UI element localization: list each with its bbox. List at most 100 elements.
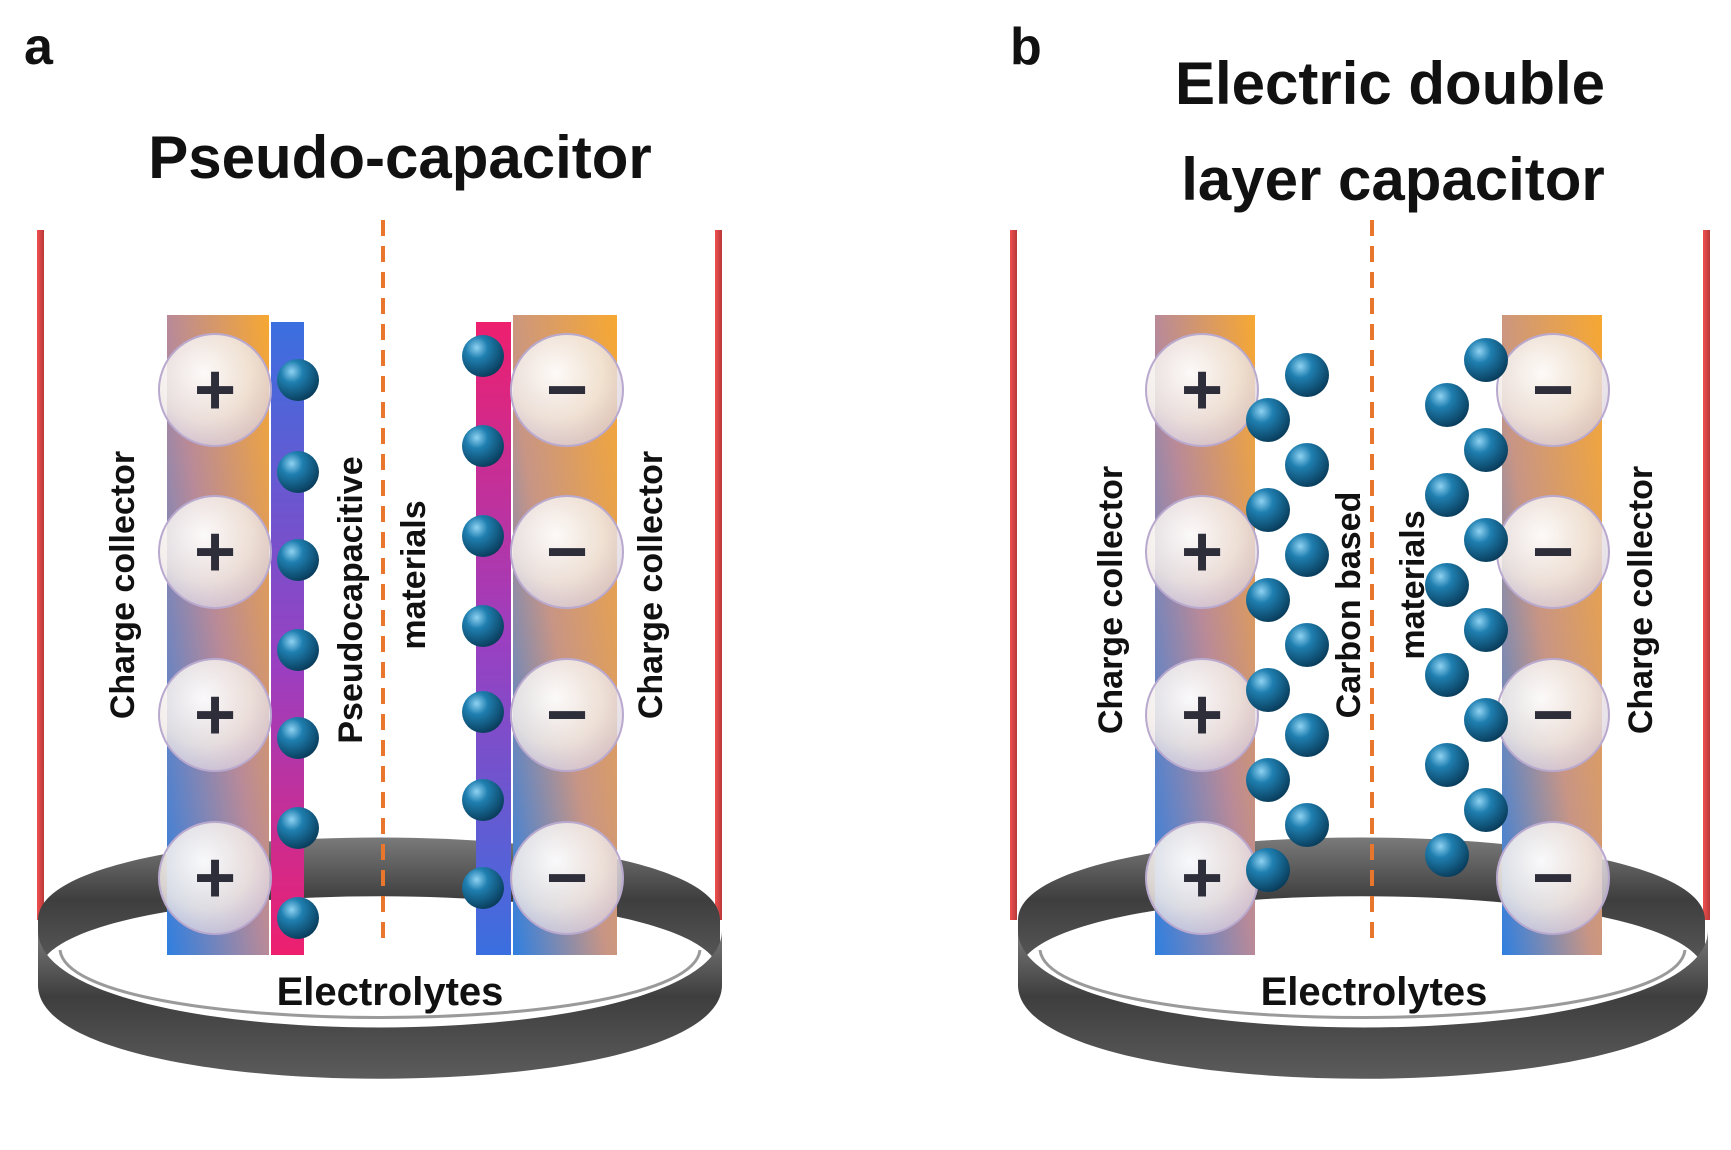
- ion: [1425, 563, 1469, 607]
- positive-charge: +: [158, 821, 272, 935]
- positive-charge-symbol: +: [194, 838, 236, 918]
- ring-highlight: [58, 949, 702, 1019]
- ion: [1464, 518, 1508, 562]
- positive-charge-symbol: +: [1181, 675, 1223, 755]
- ion: [462, 425, 504, 467]
- ion: [277, 359, 319, 401]
- panel-b-letter: b: [1010, 18, 1042, 76]
- ring-front: [38, 930, 722, 1079]
- positive-charges-b: + + + +: [1145, 333, 1259, 935]
- negative-charge-symbol: −: [1532, 512, 1574, 592]
- panel-b-title-line1: Electric double: [1175, 50, 1605, 117]
- ion: [1246, 848, 1290, 892]
- ion: [1285, 353, 1329, 397]
- negative-charge-symbol: −: [546, 838, 588, 918]
- ion: [277, 451, 319, 493]
- cell-wall-right: [715, 230, 722, 920]
- electrolytes-label-a: Electrolytes: [277, 970, 504, 1014]
- electrolytes-label-b: Electrolytes: [1261, 970, 1488, 1014]
- panel-a-title: Pseudo-capacitor: [148, 124, 651, 191]
- positive-charge-symbol: +: [194, 350, 236, 430]
- positive-charge: +: [1145, 658, 1259, 772]
- negative-charge: −: [1496, 821, 1610, 935]
- ion: [1425, 743, 1469, 787]
- left-charge-collector-label: Charge collector: [104, 451, 142, 719]
- panel-b: b Electric double layer capacitor + + + + −…: [1010, 18, 1710, 1079]
- ion: [462, 691, 504, 733]
- ion: [1246, 578, 1290, 622]
- ion: [462, 335, 504, 377]
- cell-wall-left-b: [1010, 230, 1017, 920]
- pseudocapacitive-label-line2: materials: [395, 500, 433, 649]
- negative-charge-symbol: −: [1532, 675, 1574, 755]
- ion: [1285, 443, 1329, 487]
- positive-charge: +: [158, 333, 272, 447]
- ion: [1285, 533, 1329, 577]
- negative-charge-symbol: −: [1532, 838, 1574, 918]
- positive-charge: +: [1145, 495, 1259, 609]
- ion: [462, 779, 504, 821]
- ring-highlight-b: [1038, 949, 1687, 1019]
- ion: [462, 867, 504, 909]
- positive-charge-symbol: +: [1181, 512, 1223, 592]
- ion: [1285, 713, 1329, 757]
- carbon-based-label-line1: Carbon based: [1330, 492, 1368, 719]
- right-charge-collector-label: Charge collector: [632, 451, 670, 719]
- negative-charge: −: [510, 821, 624, 935]
- positive-charge: +: [1145, 333, 1259, 447]
- ion: [1464, 338, 1508, 382]
- pseudocapacitive-label-line1: Pseudocapacitive: [332, 456, 370, 743]
- negative-charge-symbol: −: [546, 350, 588, 430]
- cell-wall-right-b: [1703, 230, 1710, 920]
- ion: [277, 807, 319, 849]
- positive-charge-symbol: +: [1181, 350, 1223, 430]
- ion: [1464, 428, 1508, 472]
- ions-b: [1246, 338, 1508, 892]
- ion: [1246, 758, 1290, 802]
- ion: [277, 717, 319, 759]
- ion: [277, 897, 319, 939]
- negative-charge: −: [510, 495, 624, 609]
- negative-charges-a: − − − −: [510, 333, 624, 935]
- panel-a: a Pseudo-capacitor + + + + − − − − Charge coll…: [24, 18, 722, 1079]
- ion: [1246, 398, 1290, 442]
- negative-charge: −: [1496, 658, 1610, 772]
- ion: [277, 629, 319, 671]
- ion: [1285, 623, 1329, 667]
- negative-charge-symbol: −: [546, 675, 588, 755]
- positive-charges-a: + + + +: [158, 333, 272, 935]
- ring-front-b: [1018, 930, 1708, 1079]
- ion: [1425, 653, 1469, 697]
- negative-charges-b: − − − −: [1496, 333, 1610, 935]
- positive-charge: +: [158, 495, 272, 609]
- negative-charge: −: [1496, 333, 1610, 447]
- cell-wall-left: [37, 230, 44, 920]
- ion: [1464, 788, 1508, 832]
- ion: [277, 539, 319, 581]
- negative-charge-symbol: −: [546, 512, 588, 592]
- ions-a: [277, 335, 504, 939]
- negative-charge: −: [510, 333, 624, 447]
- negative-charge-symbol: −: [1532, 350, 1574, 430]
- ion: [1246, 488, 1290, 532]
- positive-charge: +: [158, 658, 272, 772]
- positive-charge: +: [1145, 821, 1259, 935]
- ion: [1464, 608, 1508, 652]
- negative-charge: −: [1496, 495, 1610, 609]
- right-charge-collector-label-b: Charge collector: [1622, 466, 1660, 734]
- panel-b-title-line2: layer capacitor: [1181, 146, 1605, 213]
- panel-a-letter: a: [24, 18, 54, 76]
- carbon-based-label-line2: materials: [1394, 510, 1432, 659]
- positive-charge-symbol: +: [1181, 838, 1223, 918]
- ion: [1285, 803, 1329, 847]
- ion: [1425, 833, 1469, 877]
- ion: [462, 515, 504, 557]
- ion: [462, 605, 504, 647]
- left-charge-collector-label-b: Charge collector: [1092, 466, 1130, 734]
- ion: [1425, 473, 1469, 517]
- ion: [1464, 698, 1508, 742]
- ion: [1246, 668, 1290, 712]
- ion: [1425, 383, 1469, 427]
- positive-charge-symbol: +: [194, 512, 236, 592]
